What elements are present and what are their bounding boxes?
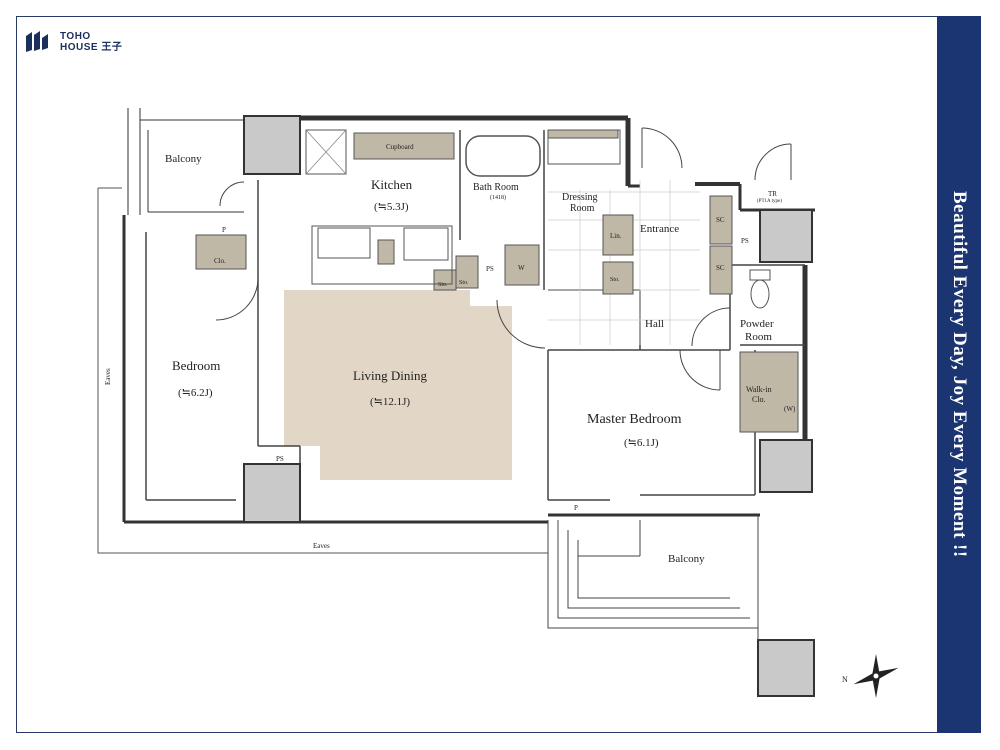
label-tr-sub: (PT1A type) [757, 199, 782, 204]
label-clo: Clo. [214, 257, 226, 265]
kitchen-counter [311, 225, 453, 285]
fridge-space [305, 129, 347, 175]
label-sto-2: Sto. [438, 282, 448, 288]
label-master-size: (≒6.1J) [624, 437, 659, 449]
label-kitchen: Kitchen [371, 177, 413, 192]
label-tr: TR [768, 190, 777, 198]
label-dressing-1: Dressing [562, 192, 598, 203]
label-ps-3: PS [276, 455, 284, 463]
label-bath-size: (1418) [490, 194, 506, 201]
stove [403, 227, 449, 261]
label-ps-2: PS [486, 265, 494, 273]
tagline-band [937, 16, 981, 733]
label-dressing-2: Room [570, 203, 595, 214]
label-eaves-bottom: Eaves [313, 542, 330, 550]
label-living-size: (≒12.1J) [370, 396, 410, 408]
washbasin-counter [547, 129, 621, 165]
kitchen-island [317, 227, 371, 259]
label-sto-1: Sto. [610, 277, 620, 283]
label-walkin-1: Walk-in [746, 385, 772, 394]
label-lin: Lin. [610, 232, 622, 240]
tagline: Beautiful Every Day, Joy Every Moment !! [949, 191, 970, 558]
label-walkin-2: Clo. [752, 395, 766, 404]
label-living: Living Dining [353, 368, 428, 383]
label-p-2: P [574, 504, 578, 512]
eaves-outline [97, 187, 548, 554]
brand-line1: TOHO [60, 31, 91, 42]
brand-logo: TOHO HOUSE 王子 [24, 30, 122, 54]
brand-mark-icon [26, 31, 48, 52]
label-bath: Bath Room [473, 182, 519, 193]
brand-line2: HOUSE 王子 [60, 42, 123, 53]
compass-n: N [842, 675, 848, 684]
tagline-container: Beautiful Every Day, Joy Every Moment !! [937, 16, 981, 733]
label-hall: Hall [645, 318, 664, 330]
label-bedroom: Bedroom [172, 358, 220, 373]
label-eaves-left: Eaves [104, 368, 112, 385]
brand-name: TOHO HOUSE 王子 [60, 31, 122, 53]
label-master: Master Bedroom [587, 412, 682, 427]
bathtub [465, 135, 541, 177]
compass-icon [853, 654, 899, 698]
label-cupboard: Cupboard [386, 143, 414, 151]
label-entrance: Entrance [640, 223, 679, 235]
living-dining-floor [284, 290, 512, 480]
storage-units [195, 129, 799, 433]
label-sc-2: SC [716, 264, 725, 272]
label-balcony-bottom: Balcony [668, 553, 705, 565]
label-bedroom-size: (≒6.2J) [178, 387, 213, 399]
toilet [750, 279, 770, 309]
label-sc-1: SC [716, 216, 725, 224]
pillars [243, 115, 815, 697]
label-walkin-w: (W) [784, 405, 796, 413]
balcony-railing-bottom [547, 515, 759, 640]
label-ps-1: PS [741, 237, 749, 245]
label-balcony-top: Balcony [165, 153, 202, 165]
label-kitchen-size: (≒5.3J) [374, 201, 409, 213]
label-powder-1: Powder [740, 318, 774, 330]
doors [215, 127, 792, 391]
label-sto-3: Sto. [459, 280, 469, 286]
label-powder-2: Room [745, 331, 772, 343]
label-w: W [518, 264, 525, 272]
label-p-1: P [222, 226, 226, 234]
